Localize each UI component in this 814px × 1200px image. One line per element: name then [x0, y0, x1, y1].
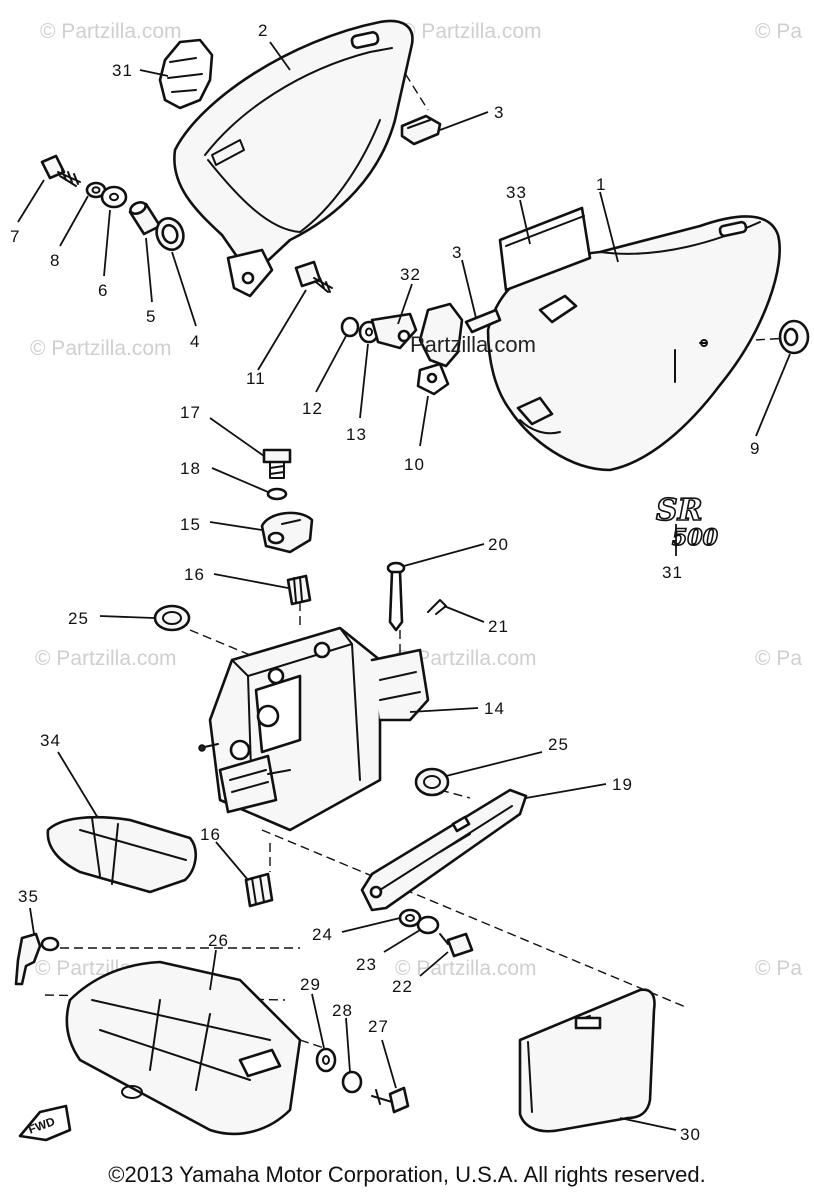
- callout-16b: 16: [200, 825, 221, 844]
- battery-box-14: [198, 626, 430, 832]
- callout-3b: 3: [452, 243, 462, 262]
- callout-28: 28: [332, 1001, 353, 1020]
- watermark: © Pa: [755, 647, 802, 670]
- grommet-3-upper: [400, 114, 442, 146]
- emblem-sr500: SR 500: [655, 492, 719, 552]
- callout-2: 2: [258, 21, 268, 40]
- bolt-7: [40, 154, 81, 187]
- watermark: © Partzilla.com: [395, 647, 537, 670]
- grommet-25-lower: [414, 767, 450, 797]
- emblem-500: 500: [672, 525, 719, 551]
- clip-21: [427, 599, 447, 615]
- washer-18: [266, 487, 288, 501]
- cover-lock-10: [416, 302, 464, 396]
- washer-28: [341, 1070, 363, 1094]
- callout-5: 5: [146, 307, 156, 326]
- callout-24: 24: [312, 925, 333, 944]
- callout-23: 23: [356, 955, 377, 974]
- callout-25b: 25: [548, 735, 569, 754]
- washer-23: [416, 915, 440, 935]
- washer-29: [315, 1047, 337, 1073]
- watermark: © Partzilla.com: [400, 20, 542, 43]
- holder-15: [260, 511, 314, 554]
- callout-31: 31: [112, 61, 133, 80]
- callout-8: 8: [50, 251, 60, 270]
- callout-4: 4: [190, 332, 200, 351]
- watermark: © Pa: [755, 957, 802, 980]
- callout-25: 25: [68, 609, 89, 628]
- damper-16-upper: [286, 574, 312, 606]
- battery-cover-34: [46, 815, 198, 894]
- callout-33: 33: [506, 183, 527, 202]
- callout-12: 12: [302, 399, 323, 418]
- callout-26: 26: [208, 931, 229, 950]
- right-side-cover: [486, 215, 781, 472]
- bolt-17: [262, 448, 292, 479]
- callout-21: 21: [488, 617, 509, 636]
- tool-case-26: [65, 960, 302, 1136]
- bolt-27: [371, 1086, 410, 1114]
- watermark-center: Partzilla.com: [410, 332, 536, 357]
- bolt-11: [294, 260, 333, 293]
- hook-35: [14, 932, 60, 986]
- callout-29: 29: [300, 975, 321, 994]
- grommet-3-lower: [464, 308, 502, 334]
- callout-17: 17: [180, 403, 201, 422]
- callout-19: 19: [612, 775, 633, 794]
- pin-20: [386, 561, 406, 632]
- callout-14: 14: [484, 699, 505, 718]
- washer-12: [340, 316, 360, 338]
- watermark: © Partzilla.com: [395, 957, 537, 980]
- bolt-22: [439, 932, 474, 958]
- copyright-notice: ©2013 Yamaha Motor Corporation, U.S.A. A…: [108, 1162, 706, 1187]
- washer-6: [100, 185, 128, 209]
- assembly-lines: [44, 61, 791, 1051]
- callout-7: 7: [10, 227, 20, 246]
- watermark: © Pa: [755, 20, 802, 43]
- callout-16: 16: [184, 565, 205, 584]
- bracket-19: [360, 788, 528, 912]
- callout-27: 27: [368, 1017, 389, 1036]
- emblem-plate: [158, 38, 214, 110]
- bracket-32: [370, 312, 418, 350]
- forward-direction-badge: FWD: [18, 1104, 72, 1142]
- watermark: © Partzilla.com: [35, 647, 177, 670]
- grommet-9: [778, 319, 810, 355]
- callout-9: 9: [750, 439, 760, 458]
- grommet-4: [155, 217, 185, 251]
- watermark: © Partzilla.com: [30, 337, 172, 360]
- callouts: 2 31 3 7 8 6 5 4 33 1 32 3 11 12 13 10 9…: [10, 21, 791, 1144]
- damper-16-lower: [244, 872, 274, 908]
- callout-30: 30: [680, 1125, 701, 1144]
- callout-18: 18: [180, 459, 201, 478]
- callout-31b: 31: [662, 563, 683, 582]
- caution-label-33: [498, 206, 592, 292]
- watermark: © Partzilla.com: [40, 20, 182, 43]
- callout-10: 10: [404, 455, 425, 474]
- callout-11: 11: [246, 369, 266, 388]
- callout-3: 3: [494, 103, 504, 122]
- callout-22: 22: [392, 977, 413, 996]
- callout-32: 32: [400, 265, 421, 284]
- callout-34: 34: [40, 731, 61, 750]
- callout-20: 20: [488, 535, 509, 554]
- callout-15: 15: [180, 515, 201, 534]
- callout-35: 35: [18, 887, 39, 906]
- callout-13: 13: [346, 425, 367, 444]
- emblem-sr: SR: [656, 493, 703, 528]
- callout-6: 6: [98, 281, 108, 300]
- grommet-25-upper: [153, 604, 191, 632]
- left-side-cover: [173, 19, 414, 298]
- tool-cover-30: [518, 988, 656, 1133]
- collar-5: [128, 201, 162, 236]
- callout-1: 1: [596, 175, 606, 194]
